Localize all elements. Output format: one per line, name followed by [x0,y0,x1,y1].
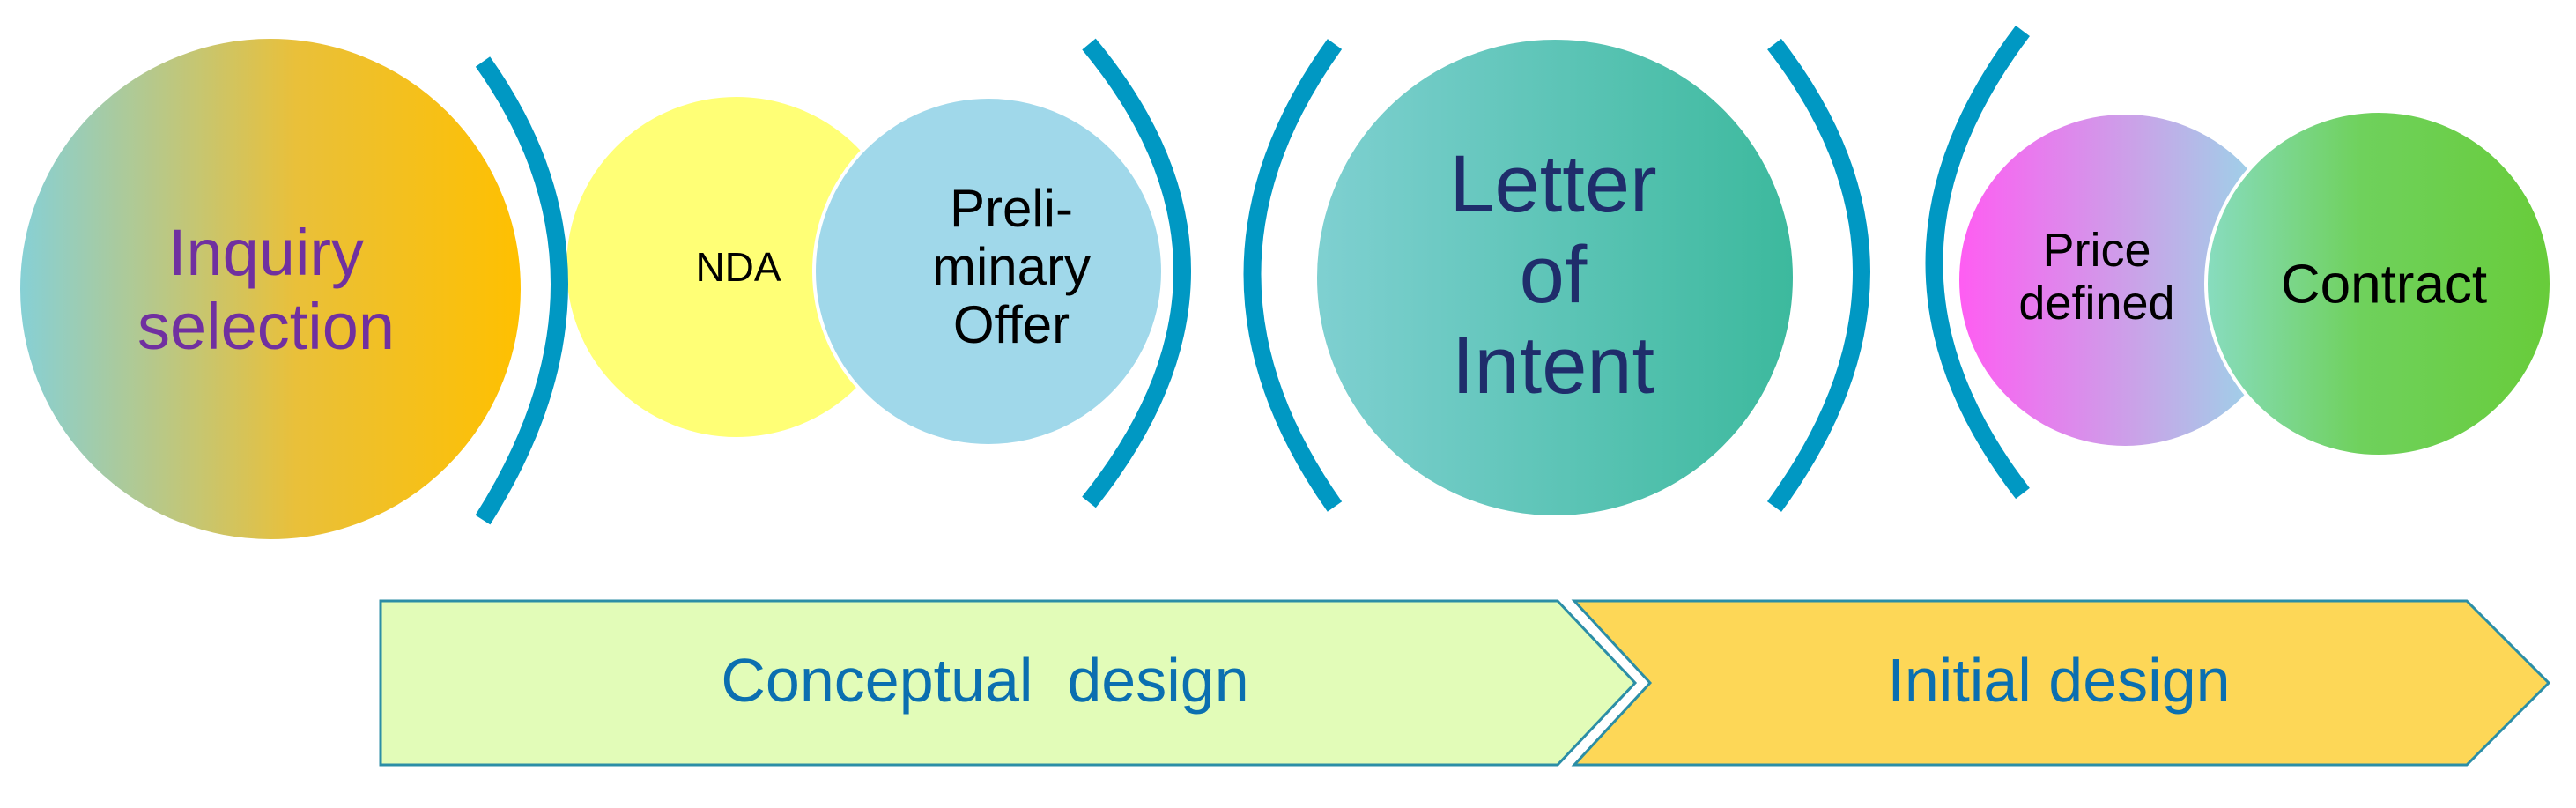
stage-label-line: Contract [2281,255,2487,315]
stage-label-line: Letter [1449,139,1656,229]
stage-label-line: Inquiry [168,216,364,289]
close-bracket-4 [1766,38,1870,512]
stage-letter-circle [1314,36,1796,519]
phase-initial-arrow [1571,599,2551,767]
stage-label-line: minary [932,237,1091,296]
stage-label-line: Price [2042,224,2150,277]
phase-conceptual-design: Conceptual design [379,599,1638,767]
open-bracket-3 [1243,39,1343,512]
stage-label-line: of [1520,230,1588,320]
stage-contract-label: Contract [2281,255,2487,315]
stage-brackets [475,25,2030,525]
close-bracket-2 [1082,38,1191,508]
stage-label-line: defined [2018,277,2174,330]
phase-initial-label: Initial design [1887,646,2230,715]
stage-label-line: NDA [695,244,781,290]
stage-nda-label: NDA [695,244,781,290]
stage-contract: Contract [2204,109,2553,458]
stage-inquiry-circle [17,35,524,543]
stage-label-line: Preli- [950,179,1073,238]
open-bracket-5 [1925,25,2030,500]
stage-preliminary-circle [812,95,1165,448]
stage-contract-circle [2204,109,2553,458]
close-bracket-1 [475,56,568,525]
stage-label-line: selection [137,290,395,363]
phase-conceptual-label: Conceptual design [721,646,1248,715]
stage-label-line: Offer [953,295,1070,354]
phase-initial-design: Initial design [1571,599,2551,767]
phase-conceptual-arrow [379,599,1638,767]
stage-label-line: Intent [1452,321,1654,411]
